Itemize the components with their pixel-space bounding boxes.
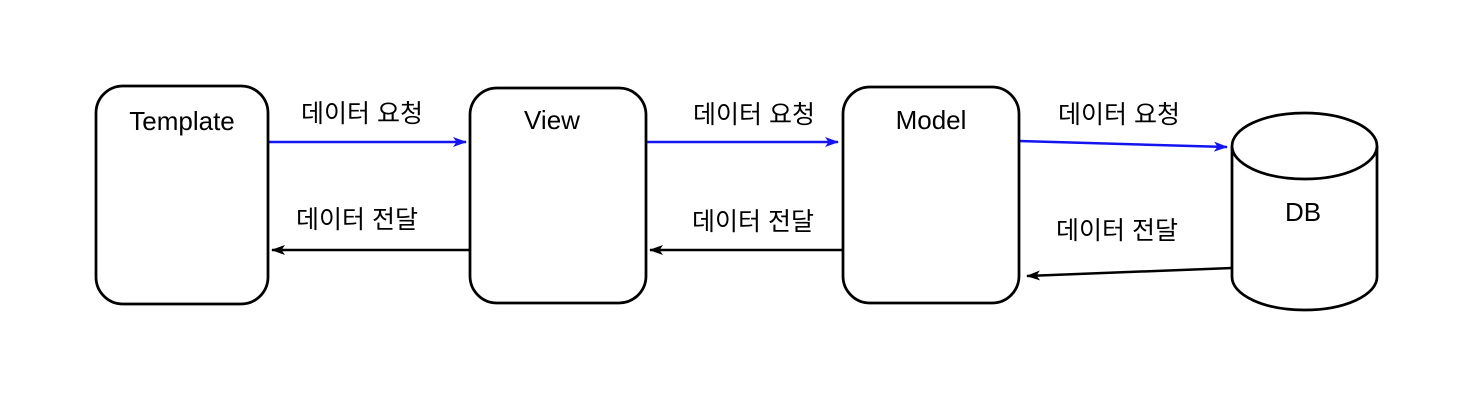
edge-model-to-db: 데이터 요청: [1018, 101, 1228, 152]
template-box: [94, 84, 270, 306]
edge-label-request-3: 데이터 요청: [1058, 101, 1180, 129]
edge-label-transfer-1: 데이터 전달: [296, 206, 418, 234]
edge-label-request-2: 데이터 요청: [693, 101, 815, 129]
model-box: [841, 85, 1021, 305]
view-label: View: [524, 105, 580, 135]
edge-template-to-view: 데이터 요청: [268, 100, 467, 147]
edge-label-transfer-2: 데이터 전달: [692, 208, 814, 236]
edge-label-request-1: 데이터 요청: [301, 100, 423, 128]
db-cylinder-body-fill: [1232, 146, 1377, 311]
db-cylinder-body: [1230, 146, 1379, 312]
view-box: [468, 86, 648, 305]
edge-db-to-model: 데이터 전달: [1026, 217, 1233, 281]
db-cylinder-top: [1230, 111, 1379, 181]
node-template: Template: [94, 84, 270, 306]
template-label: Template: [129, 106, 235, 136]
node-model: Model: [841, 85, 1021, 305]
edge-label-transfer-3: 데이터 전달: [1056, 217, 1178, 245]
db-label: DB: [1285, 197, 1321, 227]
node-db: DB: [1230, 111, 1379, 312]
edge-view-to-model: 데이터 요청: [646, 101, 839, 147]
node-view: View: [468, 86, 648, 305]
transfer-arrow-3: [1026, 266, 1233, 281]
model-label: Model: [896, 105, 967, 135]
edge-model-to-view: 데이터 전달: [649, 208, 843, 255]
request-arrow-3: [1018, 139, 1228, 152]
